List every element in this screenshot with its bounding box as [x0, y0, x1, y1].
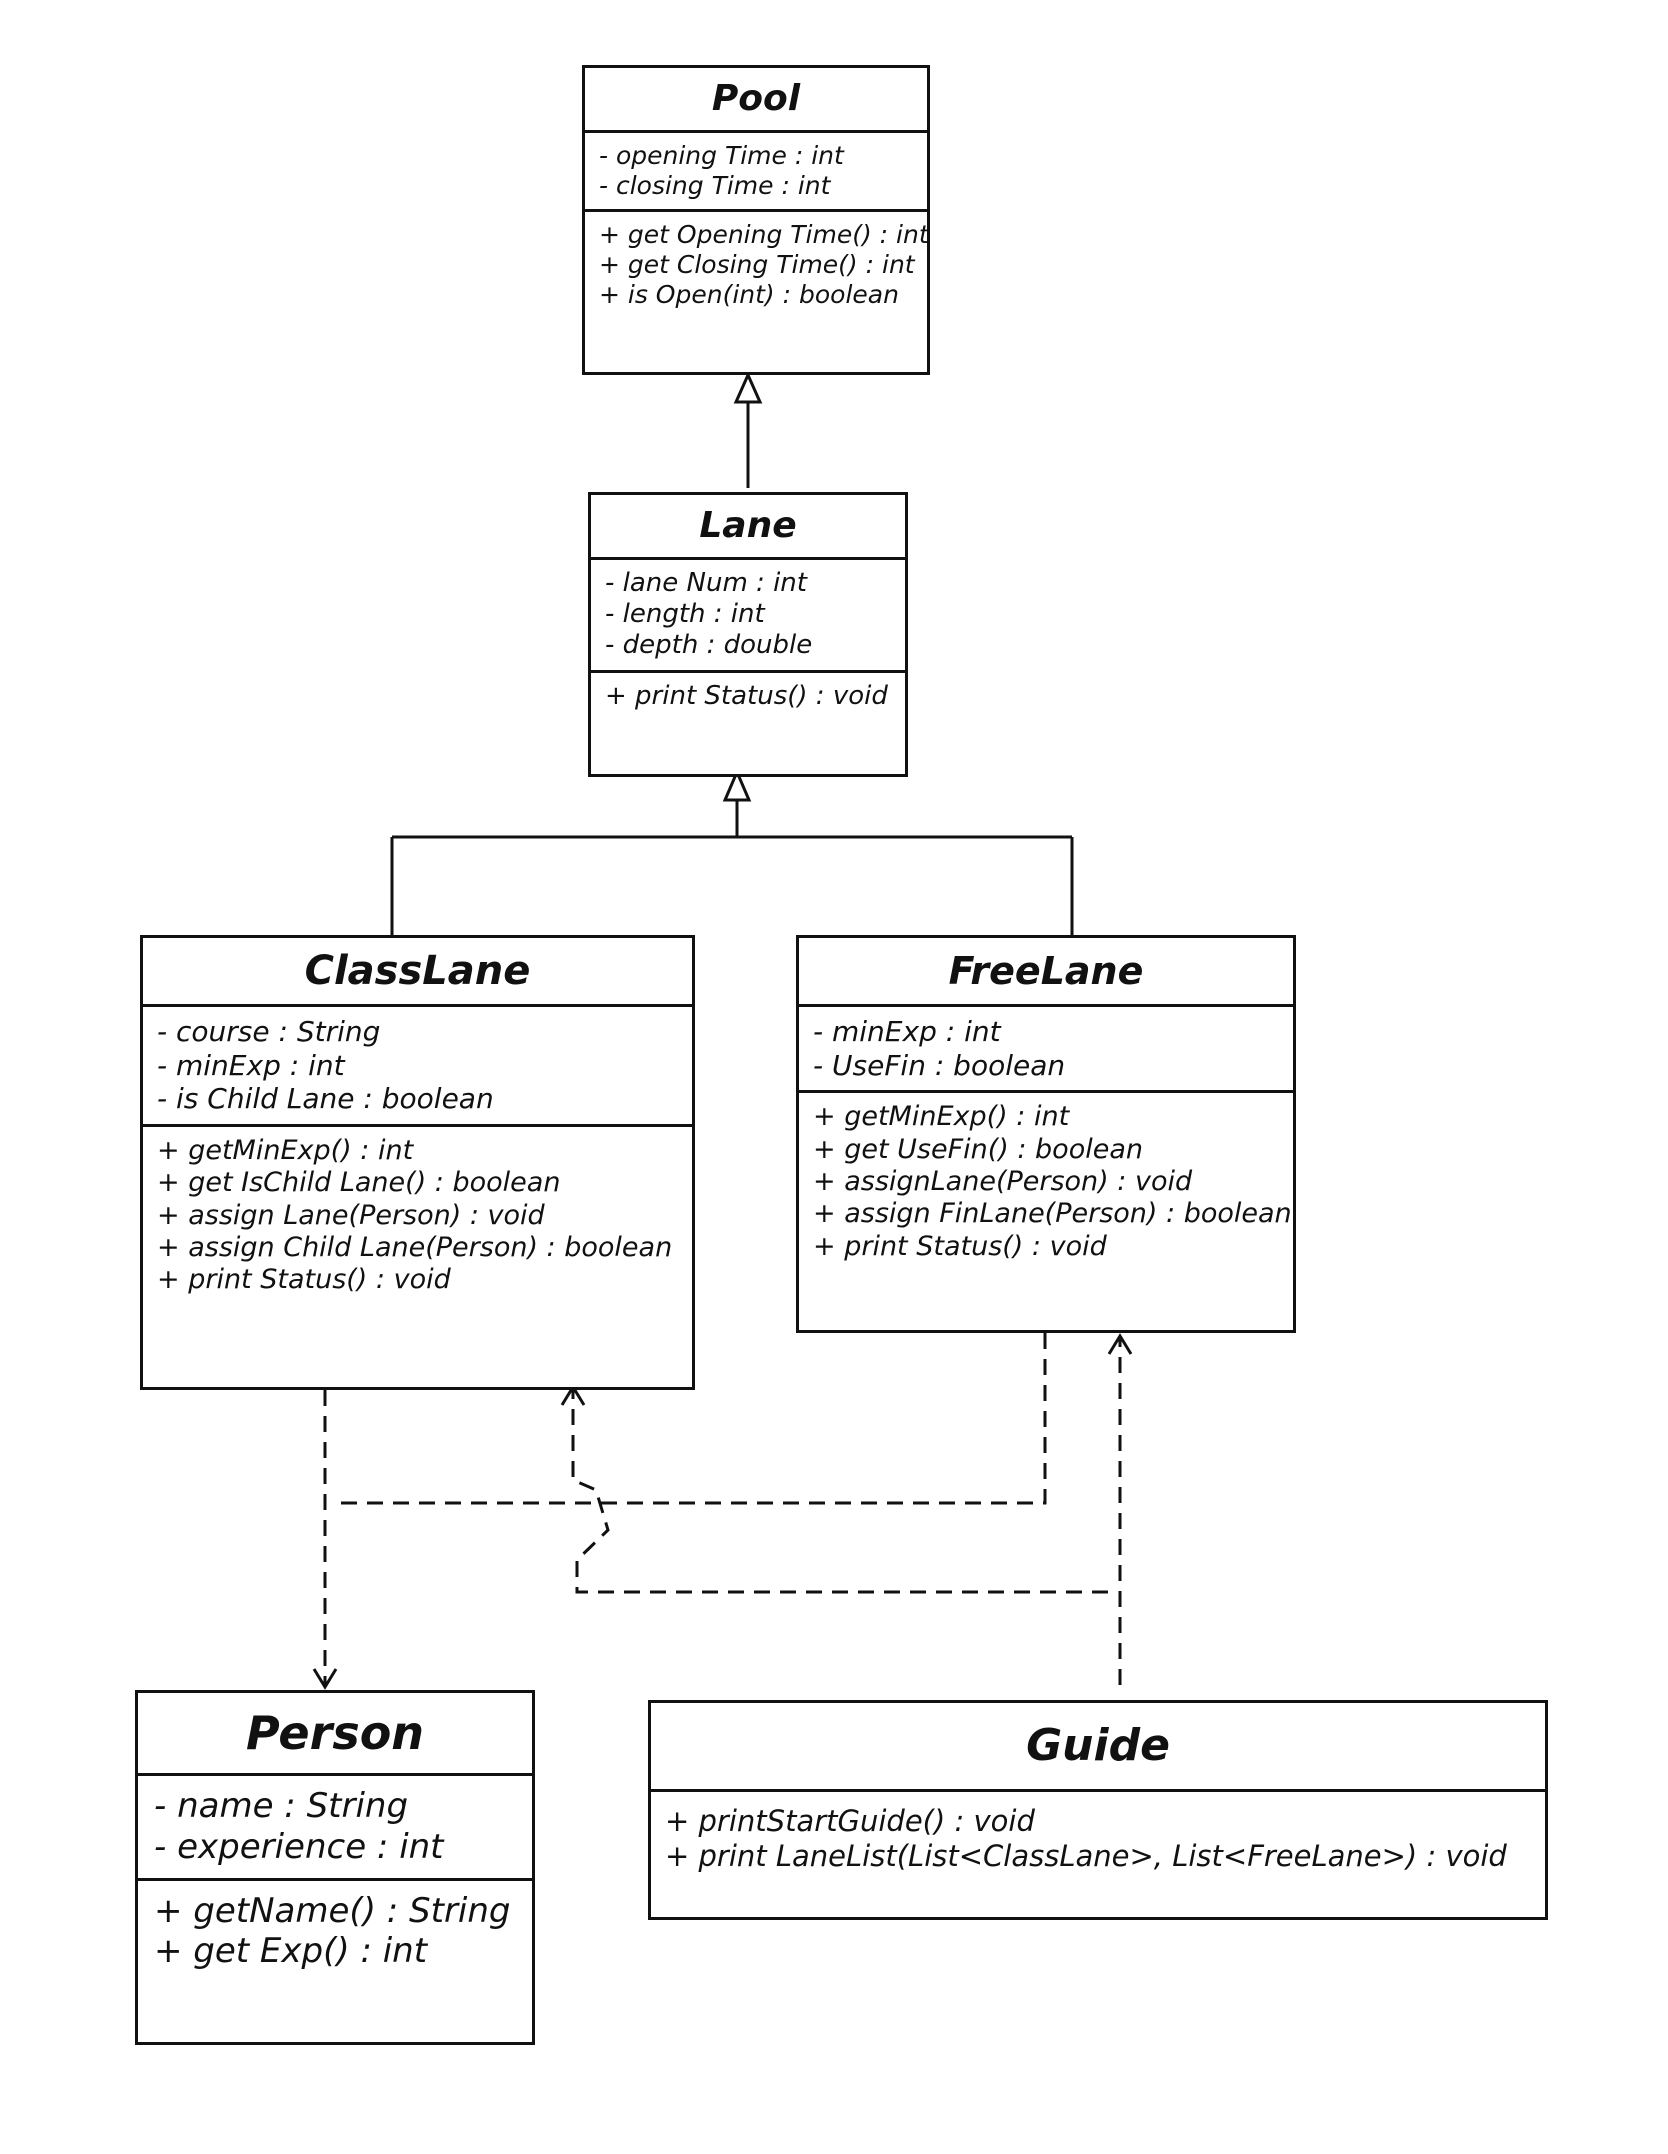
method-row: + get Exp() : int — [154, 1931, 428, 1972]
method-row: + is Open(int) : boolean — [599, 280, 899, 309]
attributes-section: - minExp : int - UseFin : boolean — [799, 1007, 1293, 1094]
guide-classlane-dependency — [571, 1390, 1108, 1594]
methods-section: + get Opening Time() : int + get Closing… — [585, 212, 929, 318]
attribute-row: - opening Time : int — [599, 141, 844, 170]
person-dependency-arrowhead — [312, 1668, 338, 1690]
class-classlane[interactable]: ClassLane - course : String - minExp : i… — [140, 935, 695, 1390]
attribute-row: - minExp : int — [157, 1048, 345, 1082]
attributes-section: - course : String - minExp : int - is Ch… — [143, 1007, 692, 1127]
attribute-row: - closing Time : int — [599, 171, 831, 200]
attribute-row: - minExp : int — [813, 1015, 1001, 1048]
attribute-row: - experience : int — [154, 1826, 444, 1867]
method-row: + print Status() : void — [157, 1264, 451, 1296]
class-name: Pool — [585, 68, 927, 133]
lane-generalization-arrow — [722, 768, 752, 802]
class-name: FreeLane — [799, 938, 1293, 1007]
class-pool[interactable]: Pool - opening Time : int - closing Time… — [582, 65, 930, 375]
method-row: + print Status() : void — [813, 1230, 1107, 1262]
pool-generalization-arrow — [733, 371, 763, 404]
attribute-row: - length : int — [605, 599, 765, 630]
method-row: + assignLane(Person) : void — [813, 1165, 1193, 1197]
methods-section: + printStartGuide() : void + print LaneL… — [651, 1792, 1545, 1886]
class-name: Lane — [591, 495, 905, 560]
attribute-row: - UseFin : boolean — [813, 1048, 1066, 1082]
methods-section: + getName() : String + get Exp() : int — [138, 1881, 532, 1983]
method-row: + get Opening Time() : int — [599, 220, 929, 249]
class-name: Person — [138, 1693, 532, 1776]
methods-section: + getMinExp() : int + get IsChild Lane()… — [143, 1127, 692, 1305]
class-guide[interactable]: Guide + printStartGuide() : void + print… — [648, 1700, 1548, 1920]
method-row: + print LaneList(List<ClassLane>, List<F… — [665, 1838, 1507, 1873]
method-row: + assign Lane(Person) : void — [157, 1199, 545, 1231]
attribute-row: - lane Num : int — [605, 568, 807, 598]
method-row: + get Closing Time() : int — [599, 250, 915, 279]
attribute-row: - is Child Lane : boolean — [157, 1082, 494, 1116]
attributes-section: - opening Time : int - closing Time : in… — [585, 133, 927, 212]
class-freelane[interactable]: FreeLane - minExp : int - UseFin : boole… — [796, 935, 1296, 1333]
method-row: + assign FinLane(Person) : boolean — [813, 1198, 1292, 1230]
attribute-row: - name : String — [154, 1786, 409, 1826]
freelane-person-dependency — [332, 1333, 1047, 1505]
freelane-dependency-arrowhead — [1107, 1333, 1133, 1355]
methods-section: + print Status() : void — [591, 673, 905, 720]
class-name: ClassLane — [143, 938, 692, 1007]
method-row: + assign Child Lane(Person) : boolean — [157, 1231, 673, 1263]
method-row: + printStartGuide() : void — [665, 1804, 1035, 1838]
attributes-section: - lane Num : int - length : int - depth … — [591, 560, 905, 673]
method-row: + get UseFin() : boolean — [813, 1133, 1143, 1165]
method-row: + getMinExp() : int — [813, 1101, 1070, 1133]
method-row: + print Status() : void — [605, 680, 888, 711]
method-row: + get IsChild Lane() : boolean — [157, 1167, 561, 1199]
methods-section: + getMinExp() : int + get UseFin() : boo… — [799, 1093, 1293, 1271]
method-row: + getMinExp() : int — [157, 1134, 414, 1166]
method-row: + getName() : String — [154, 1890, 511, 1931]
attribute-row: - depth : double — [605, 630, 813, 661]
class-name: Guide — [651, 1703, 1545, 1792]
class-lane[interactable]: Lane - lane Num : int - length : int - d… — [588, 492, 908, 777]
class-person[interactable]: Person - name : String - experience : in… — [135, 1690, 535, 2045]
attributes-section: - name : String - experience : int — [138, 1776, 532, 1881]
attribute-row: - course : String — [157, 1015, 381, 1048]
